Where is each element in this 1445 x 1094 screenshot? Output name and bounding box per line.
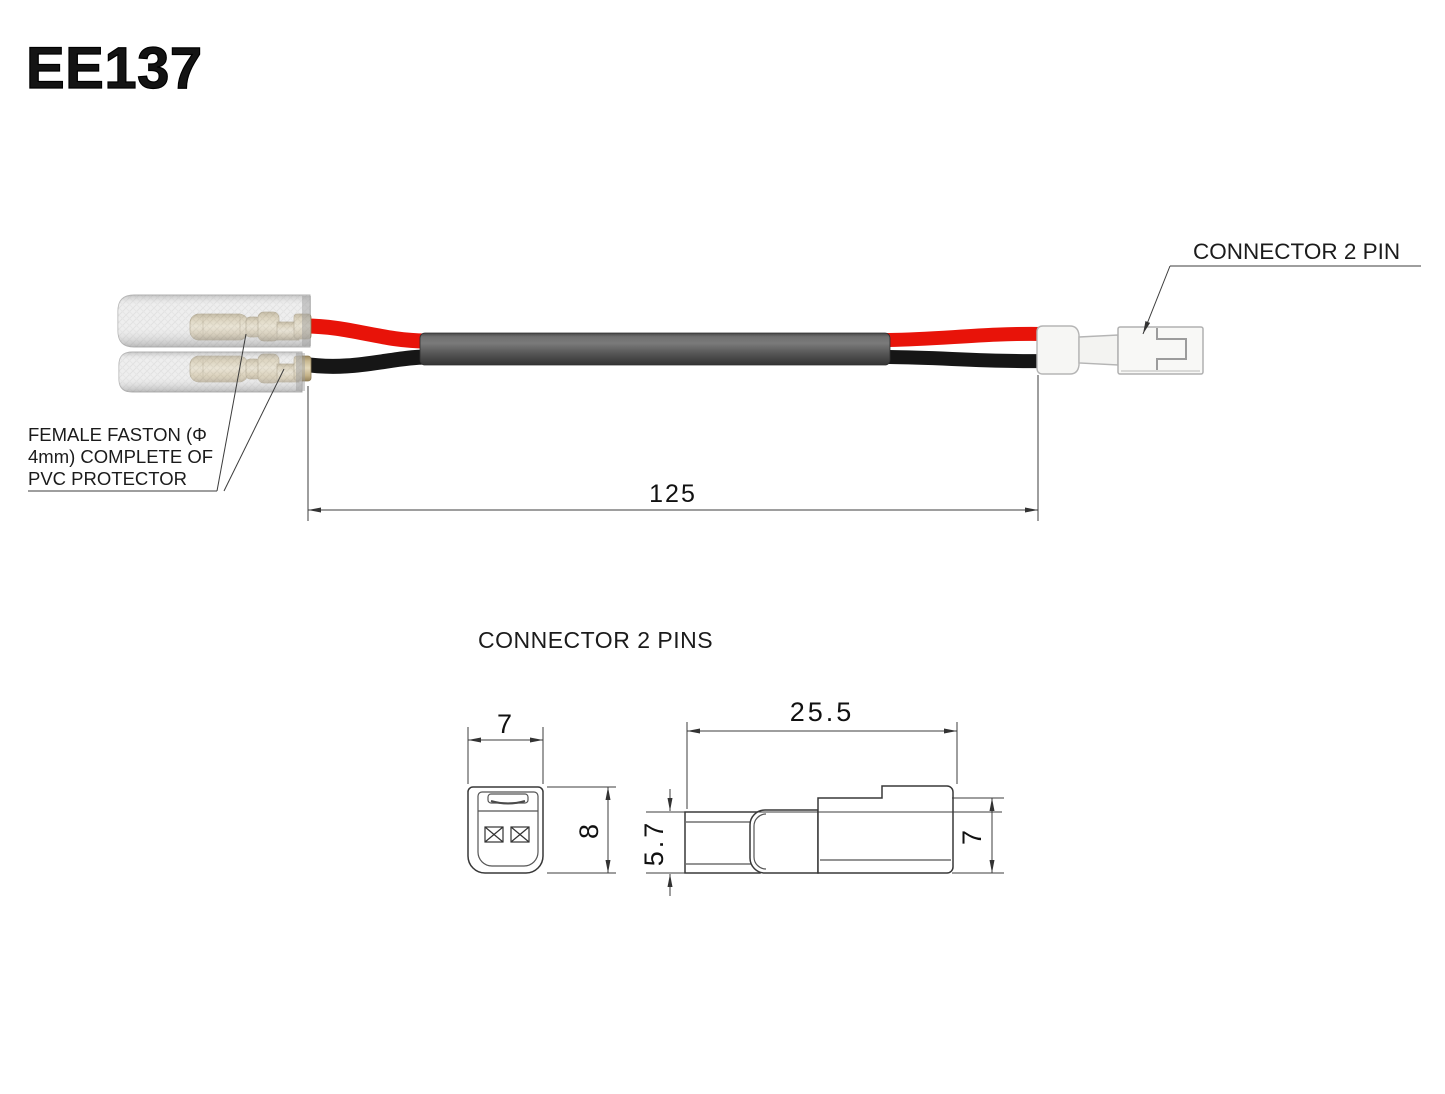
red-wire-left (297, 318, 434, 349)
pvc-end-ring-top (302, 296, 311, 346)
dim-text-body-7: 7 (957, 827, 987, 845)
connector-2-pin-label: CONNECTOR 2 PIN (1193, 239, 1400, 264)
pvc-end-ring-bottom (296, 353, 305, 391)
connector-detail-heading: CONNECTOR 2 PINS (478, 627, 713, 653)
female-faston-label-line3: PVC PROTECTOR (28, 468, 187, 489)
connector-boot (1036, 325, 1080, 375)
pin-connector (1036, 325, 1204, 375)
dimension-125: 125 (307, 375, 1039, 521)
female-faston-callout: FEMALE FASTON (Φ 4mm) COMPLETE OF PVC PR… (28, 333, 285, 492)
latch-slot-shadow (490, 800, 526, 805)
side-main-body (817, 785, 954, 874)
connector-2-pin-callout: CONNECTOR 2 PIN (1142, 239, 1421, 335)
connector-body (1117, 326, 1204, 375)
callout-leader-line (1142, 265, 1171, 335)
pvc-shade-top (118, 295, 310, 347)
faston-leader-bottom (223, 368, 285, 492)
black-wire-left (295, 349, 434, 374)
side-mid-inner-edge (753, 813, 767, 870)
pin-cavity-left (484, 826, 504, 843)
connector-front-view: 7 8 (467, 709, 616, 874)
female-faston-label-line2: 4mm) COMPLETE OF (28, 446, 213, 467)
housing-outline (467, 786, 544, 874)
faston-terminals (117, 294, 312, 393)
connector-side-view: 25.5 5.7 7 (639, 697, 1004, 896)
pin-cavity-right (510, 826, 530, 843)
dim-text-125: 125 (649, 480, 697, 508)
faston-leader-top (216, 333, 247, 492)
dim-text-width-7: 7 (497, 709, 515, 739)
part-number-title: EE137 (26, 36, 203, 101)
side-mid-section (749, 809, 819, 874)
cable-sleeve (419, 332, 891, 366)
dim-text-height-8: 8 (574, 821, 604, 839)
pvc-shade-bottom (119, 352, 302, 392)
red-wire-right (883, 326, 1043, 347)
female-faston-label-line1: FEMALE FASTON (Φ (28, 424, 207, 445)
dim-text-tip-57: 5.7 (639, 820, 669, 867)
connector-latch-notch (1156, 328, 1187, 372)
cable-assembly (117, 294, 1204, 393)
connector-neck (1078, 334, 1119, 366)
black-wire-right (883, 350, 1043, 369)
dim-text-length-255: 25.5 (790, 697, 855, 727)
housing-inner-outline (477, 791, 539, 867)
